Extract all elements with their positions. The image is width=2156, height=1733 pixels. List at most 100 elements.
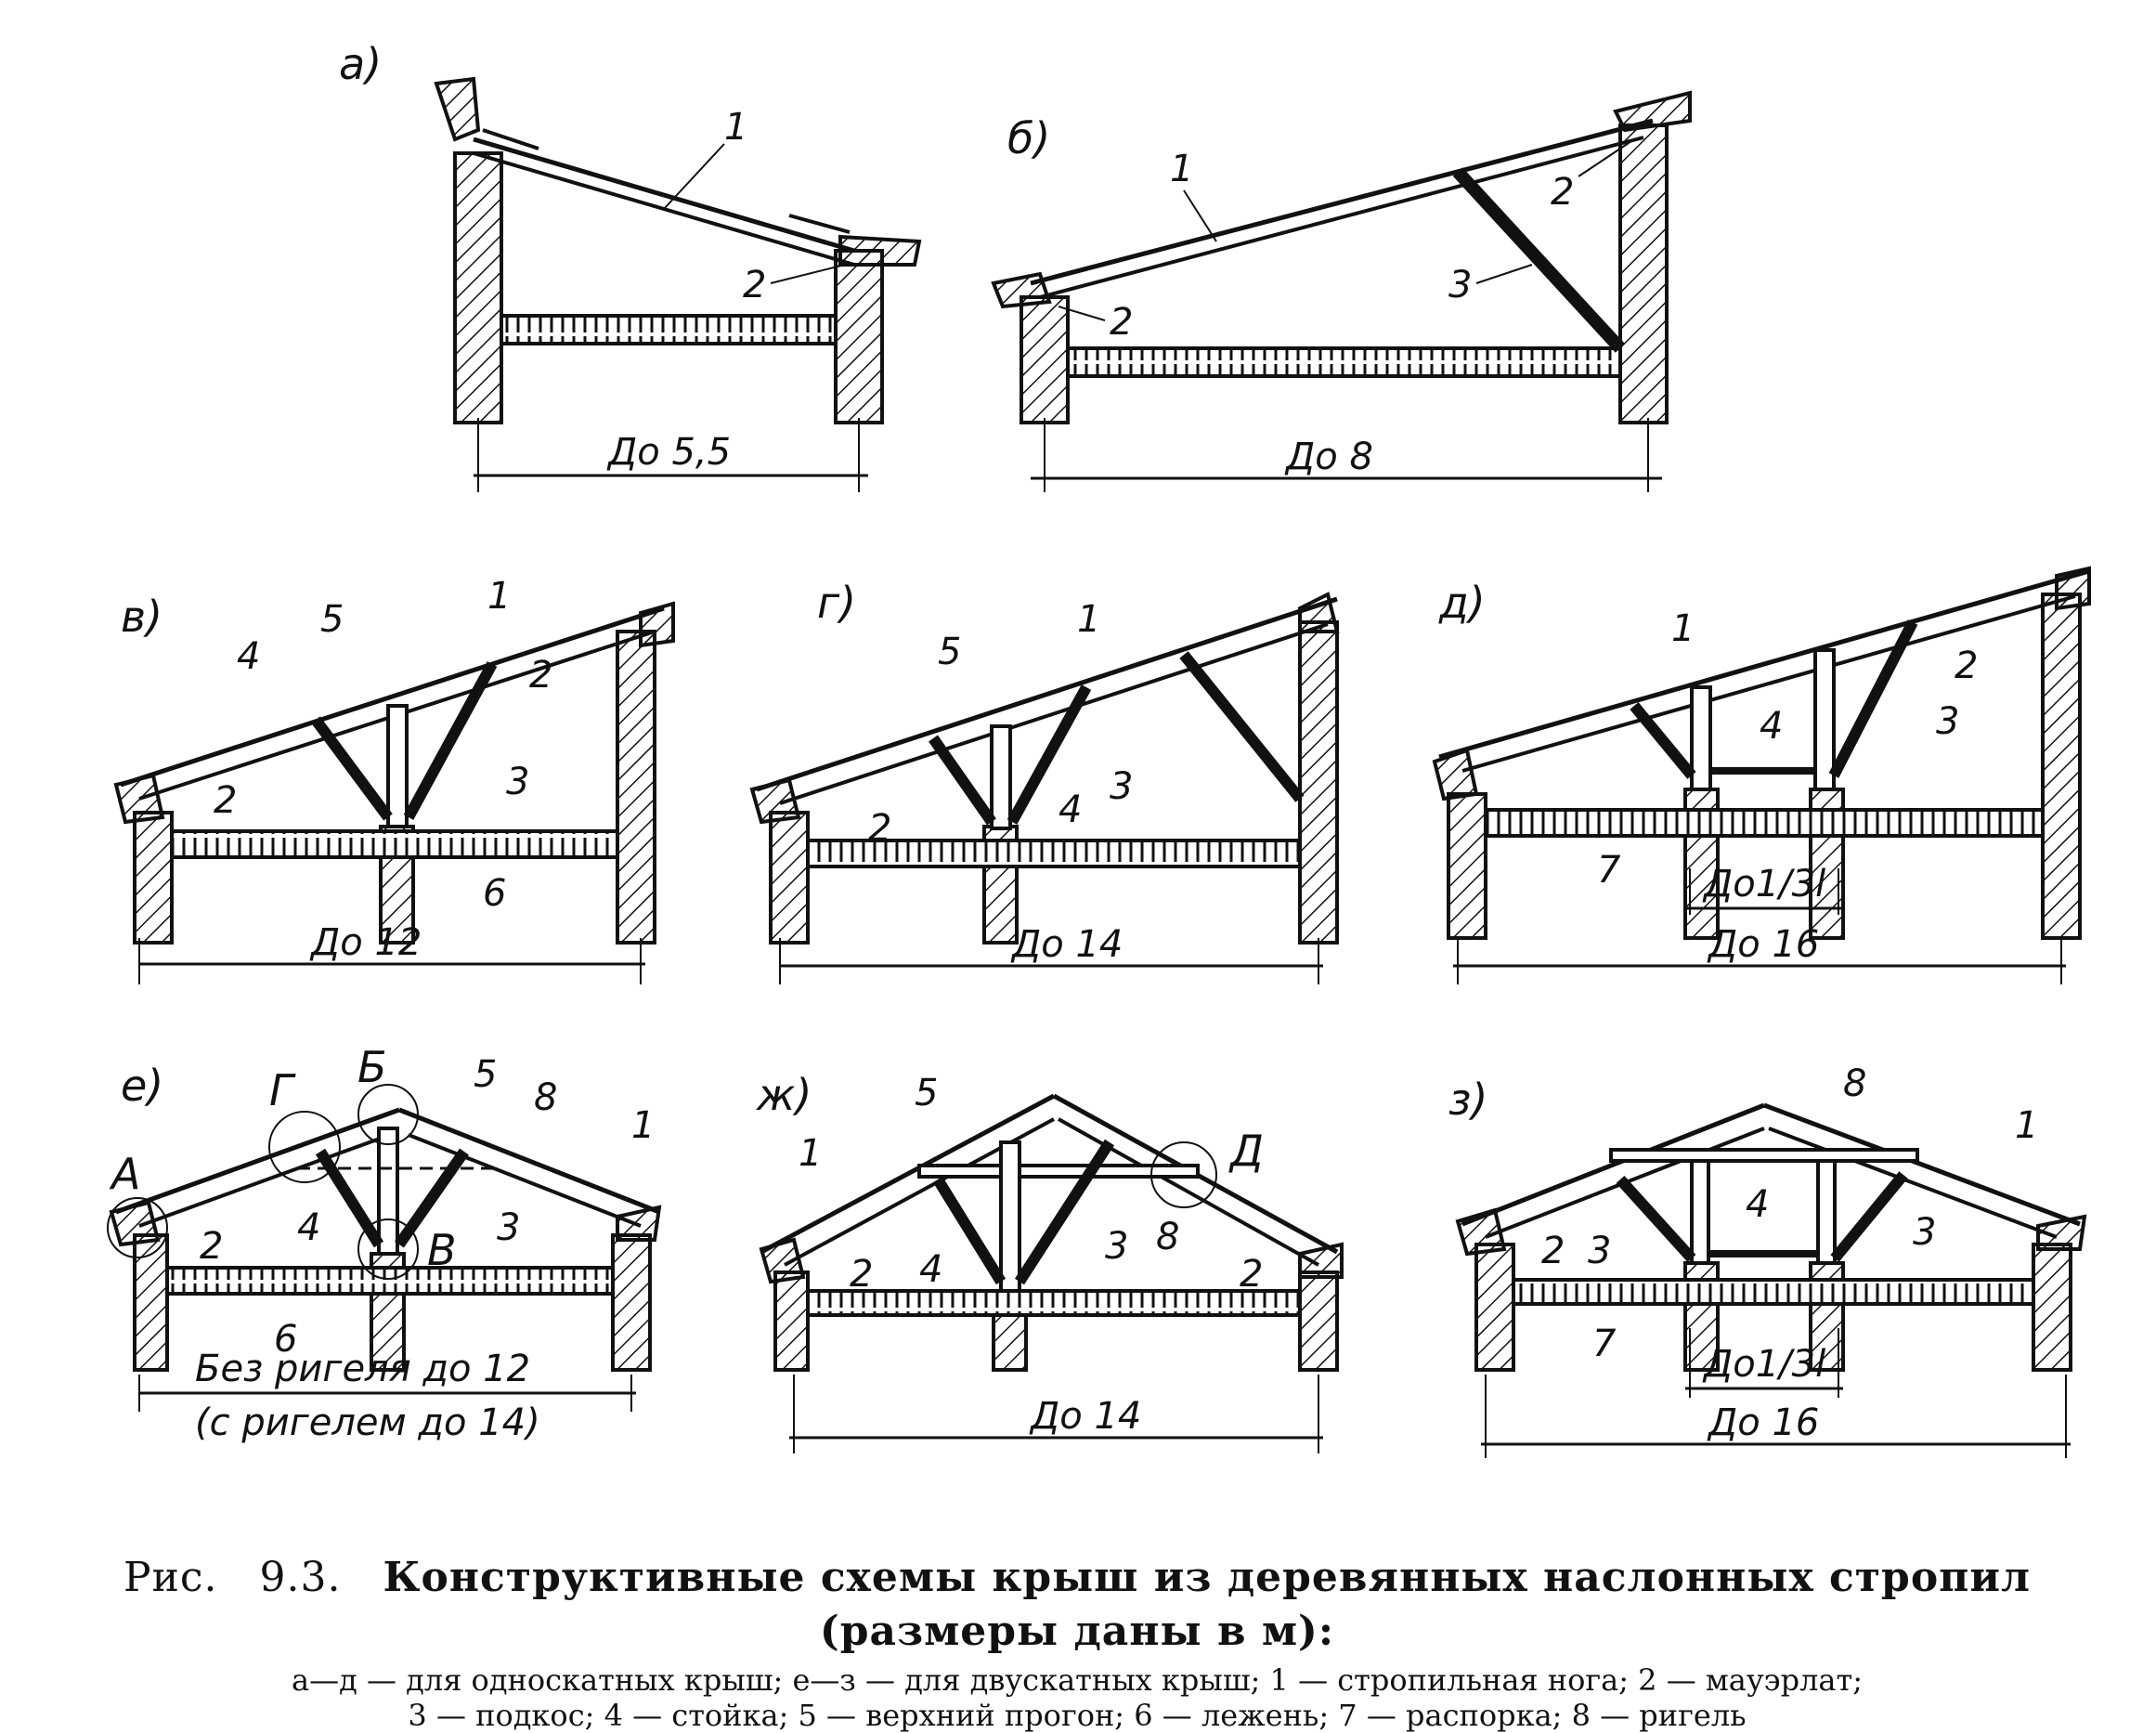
callout-5: 5 xyxy=(938,631,961,673)
callout-2: 2 xyxy=(743,264,766,306)
brace-right xyxy=(1179,651,1305,802)
callout-1: 1 xyxy=(724,106,747,149)
panel-z-label: з) xyxy=(1448,1075,1487,1125)
panel-g: г) До 14 1 5 4 3 2 xyxy=(749,578,1340,984)
callout-5: 5 xyxy=(915,1072,938,1114)
wall-right xyxy=(834,249,884,424)
callout-3: 3 xyxy=(1588,1230,1611,1272)
eave-right xyxy=(1613,90,1692,133)
collar-tie xyxy=(917,1164,1200,1179)
figure-legend: а—д — для односкатных крыш; е—з — для дв… xyxy=(37,1662,2117,1733)
panel-e: е) А Б В Г Без ригеля до 12 (с ригелем д… xyxy=(107,1042,662,1444)
panel-a: а) До 5,5 1 2 xyxy=(339,39,922,492)
sub-span-label: До1/3l xyxy=(1702,863,1825,906)
collar-tie xyxy=(1609,1148,1919,1163)
span-label-2: (с ригелем до 14) xyxy=(195,1401,540,1444)
wall-left xyxy=(133,1233,169,1372)
callout-2: 2 xyxy=(200,1225,223,1268)
callout-4: 4 xyxy=(1760,705,1783,748)
caption-title: Конструктивные схемы крыш из деревянных … xyxy=(383,1554,2032,1655)
rafter-right xyxy=(398,1107,660,1215)
node-B-label: Б xyxy=(357,1042,387,1092)
callout-4: 4 xyxy=(1059,788,1082,831)
panel-v: в) До 12 1 2 3 4 5 6 2 xyxy=(113,575,675,984)
panel-d-label: д) xyxy=(1438,578,1486,628)
sub-span-label: До1/3l xyxy=(1702,1343,1825,1386)
rafter-right xyxy=(1763,1102,2081,1227)
brace-left xyxy=(311,716,393,821)
figure-caption: Рис. 9.3. Конструктивные схемы крыш из д… xyxy=(37,1551,2117,1659)
panel-a-label: а) xyxy=(339,39,382,89)
post xyxy=(999,1140,1021,1293)
wall-left xyxy=(1474,1243,1515,1372)
span-label: До 8 xyxy=(1284,436,1373,478)
node-B xyxy=(357,1084,419,1145)
callout-1: 1 xyxy=(799,1132,822,1175)
callout-4: 4 xyxy=(237,635,260,678)
panel-e-label: е) xyxy=(121,1061,163,1111)
rafter xyxy=(1438,568,2090,760)
rafter xyxy=(1030,118,1654,286)
callout-5: 5 xyxy=(320,598,344,641)
callout-8: 8 xyxy=(534,1076,557,1119)
callout-1: 1 xyxy=(487,575,511,618)
brace-right xyxy=(403,661,498,820)
node-D-label: Д xyxy=(1228,1126,1264,1176)
parapet xyxy=(434,76,481,142)
wall-left xyxy=(133,811,174,945)
panel-v-label: в) xyxy=(121,592,162,642)
node-G-label: Г xyxy=(269,1065,296,1115)
callout-2: 2 xyxy=(529,654,552,697)
callout-7: 7 xyxy=(1592,1323,1617,1365)
callout-2: 2 xyxy=(1541,1230,1565,1272)
callout-3: 3 xyxy=(497,1206,520,1249)
callout-2b: 2 xyxy=(214,779,237,822)
node-A-label: А xyxy=(109,1149,140,1199)
floor-slab xyxy=(806,1289,1302,1317)
node-D xyxy=(1150,1141,1217,1208)
callout-2b: 2 xyxy=(1240,1253,1263,1296)
strut xyxy=(1452,167,1626,353)
panel-z: з) До1/3l До 16 8 1 2 3 4 3 7 xyxy=(1448,1062,2087,1458)
post xyxy=(386,704,409,828)
caption-number: 9.3. xyxy=(259,1554,342,1601)
callout-8: 8 xyxy=(1843,1062,1866,1105)
wall-left xyxy=(453,151,503,424)
callout-1: 1 xyxy=(1170,148,1193,190)
span-label: До 16 xyxy=(1707,923,1819,966)
callout-3: 3 xyxy=(1448,264,1472,306)
callout-8: 8 xyxy=(1156,1216,1179,1258)
wall-left xyxy=(769,811,810,945)
callout-6: 6 xyxy=(274,1318,297,1361)
roof-schemes-figure: а) До 5,5 1 2 б) До 8 1 2 xyxy=(107,39,2091,1458)
callout-4: 4 xyxy=(919,1248,942,1291)
span-label: До 14 xyxy=(1010,923,1123,966)
floor-slab xyxy=(500,314,838,345)
wall-left xyxy=(1447,792,1487,940)
rafter-left xyxy=(760,1093,1056,1255)
node-A xyxy=(107,1197,168,1258)
callout-2: 2 xyxy=(1955,645,1978,687)
wall-right xyxy=(2032,1243,2072,1372)
callout-2b: 2 xyxy=(1110,301,1133,344)
span-label: Без ригеля до 12 xyxy=(195,1348,530,1390)
callout-7: 7 xyxy=(1597,849,1621,892)
rafter xyxy=(473,137,855,254)
rafter-left xyxy=(1461,1102,1765,1227)
floor-slab xyxy=(1066,346,1622,378)
eave-right xyxy=(838,234,922,267)
wall-right xyxy=(2041,593,2082,940)
callout-4: 4 xyxy=(297,1206,320,1249)
wall-right xyxy=(616,630,656,945)
span-label: До 12 xyxy=(309,921,422,964)
wall-right xyxy=(1298,620,1339,945)
callout-3b: 3 xyxy=(1913,1211,1936,1254)
callout-2: 2 xyxy=(1551,171,1574,214)
rafter-left xyxy=(115,1107,400,1215)
panel-zh: ж) Д До 14 5 1 2 4 3 8 2 xyxy=(756,1070,1344,1453)
callout-3: 3 xyxy=(1936,700,1959,743)
post xyxy=(990,724,1012,830)
callout-1: 1 xyxy=(1671,607,1695,650)
wall-right xyxy=(611,1233,652,1372)
brace-mid xyxy=(1007,684,1092,825)
